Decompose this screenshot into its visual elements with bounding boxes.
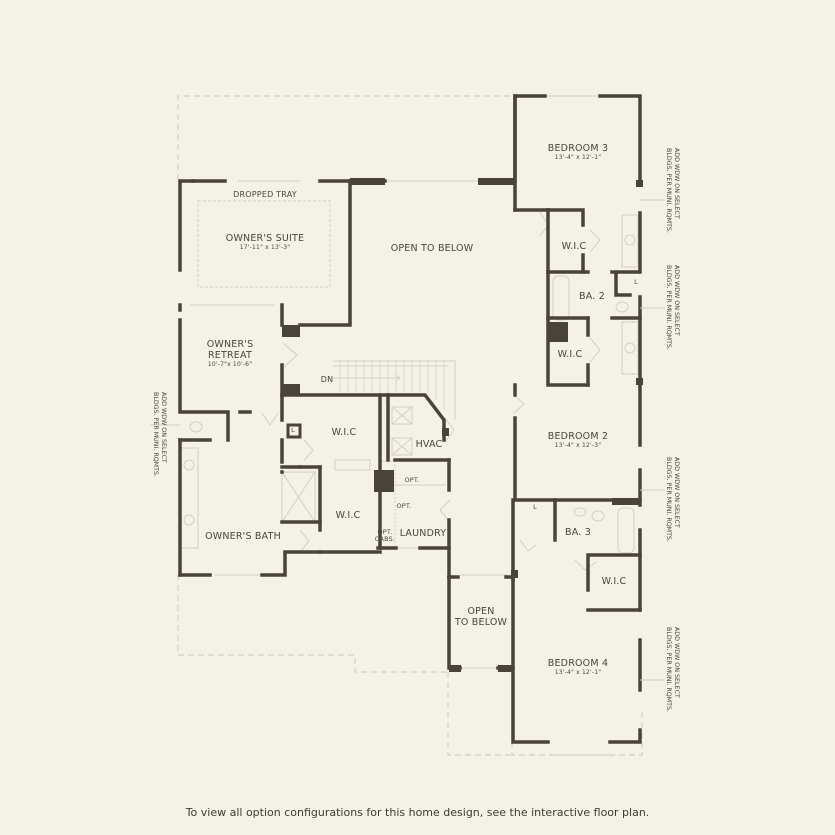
laundry-opt-cabs-line1: OPT. (377, 528, 393, 536)
interactive-floor-plan-note: To view all option configurations for th… (185, 806, 650, 819)
dropped-tray-note: DROPPED TRAY (233, 190, 297, 199)
room-bedroom-4-label: BEDROOM 4 (547, 658, 609, 669)
window-note-line2: BLDGS. PER MUNI. RQMTS. (665, 265, 672, 350)
room-laundry: LAUNDRY (399, 528, 447, 539)
room-owners-bath: OWNER'S BATH (205, 531, 281, 542)
room-owners-retreat: OWNER'S RETREAT 10'-7"x 10'-6" (190, 339, 270, 369)
room-bedroom-2-label: BEDROOM 2 (547, 431, 609, 442)
room-owners-retreat-line2: RETREAT (208, 350, 252, 361)
stair-down-label: DN (320, 375, 334, 384)
window-note-line1: ADD WDW ON SELECT (673, 457, 680, 528)
room-ba-3: BA. 3 (565, 527, 591, 538)
laundry-opt-mid: OPT. (396, 502, 412, 510)
room-wic-bath: W.I.C (335, 510, 361, 521)
room-bedroom-3-dimensions: 13'-4" x 12'-1" (554, 154, 602, 161)
room-owners-retreat-dimensions: 10'-7"x 10'-6" (207, 361, 253, 368)
window-note-bedroom4: ADD WDW ON SELECT BLDGS. PER MUNI. RQMTS… (664, 627, 680, 712)
laundry-opt-cabs: OPT. CABS. (372, 529, 398, 543)
laundry-opt-cabs-line2: CABS. (374, 535, 396, 543)
room-open-to-below-main: OPEN TO BELOW (390, 243, 474, 254)
room-owners-suite-label: OWNER'S SUITE (225, 233, 305, 244)
room-bedroom-3-label: BEDROOM 3 (547, 143, 609, 154)
room-bedroom-2: BEDROOM 2 13'-4" x 12'-3" (518, 431, 638, 450)
window-note-line1: ADD WDW ON SELECT (673, 265, 680, 336)
room-wic-ba2: W.I.C (557, 349, 583, 360)
walls (178, 94, 642, 744)
linen-closet-label-ba2: L (634, 278, 638, 286)
window-note-line1: ADD WDW ON SELECT (673, 148, 680, 219)
room-wic-bed3: W.I.C (561, 241, 587, 252)
room-owners-retreat-line1: OWNER'S (206, 339, 254, 350)
room-bedroom-4-dimensions: 13'-4" x 12'-1" (554, 669, 602, 676)
room-bedroom-2-dimensions: 13'-4" x 12'-3" (554, 442, 602, 449)
room-open-to-below-small: OPEN TO BELOW (446, 606, 516, 628)
wall-blocks (282, 178, 643, 672)
linen-closet-label-ba3: L (533, 503, 537, 511)
window-note-line1: ADD WDW ON SELECT (673, 627, 680, 698)
fixtures (179, 95, 639, 756)
room-wic-ba3: W.I.C (601, 576, 627, 587)
room-open-to-below-small-line1: OPEN (467, 606, 495, 617)
window-note-line2: BLDGS. PER MUNI. RQMTS. (665, 457, 672, 542)
window-note-line2: BLDGS. PER MUNI. RQMTS. (665, 627, 672, 712)
window-note-line2: BLDGS. PER MUNI. RQMTS. (665, 148, 672, 233)
window-note-ba2: ADD WDW ON SELECT BLDGS. PER MUNI. RQMTS… (664, 265, 680, 350)
room-owners-suite-dimensions: 17'-11" x 13'-3" (239, 244, 291, 251)
room-owners-suite: OWNER'S SUITE 17'-11" x 13'-3" (205, 233, 325, 252)
window-note-bedroom2: ADD WDW ON SELECT BLDGS. PER MUNI. RQMTS… (664, 457, 680, 542)
room-wic-owner: W.I.C (331, 427, 357, 438)
room-open-to-below-small-line2: TO BELOW (454, 617, 508, 628)
room-bedroom-4: BEDROOM 4 13'-4" x 12'-1" (518, 658, 638, 677)
laundry-opt-top: OPT. (404, 476, 420, 484)
room-bedroom-3: BEDROOM 3 13'-4" x 12'-1" (518, 143, 638, 162)
window-note-line2: BLDGS. PER MUNI. RQMTS. (152, 392, 159, 477)
window-note-line1: ADD WDW ON SELECT (160, 392, 167, 463)
window-note-bedroom3: ADD WDW ON SELECT BLDGS. PER MUNI. RQMTS… (664, 148, 680, 233)
room-hvac: HVAC (415, 439, 443, 450)
room-ba-2: BA. 2 (579, 291, 605, 302)
linen-closet-label: L (291, 426, 295, 434)
window-note-owners-bath: ADD WDW ON SELECT BLDGS. PER MUNI. RQMTS… (151, 392, 167, 477)
